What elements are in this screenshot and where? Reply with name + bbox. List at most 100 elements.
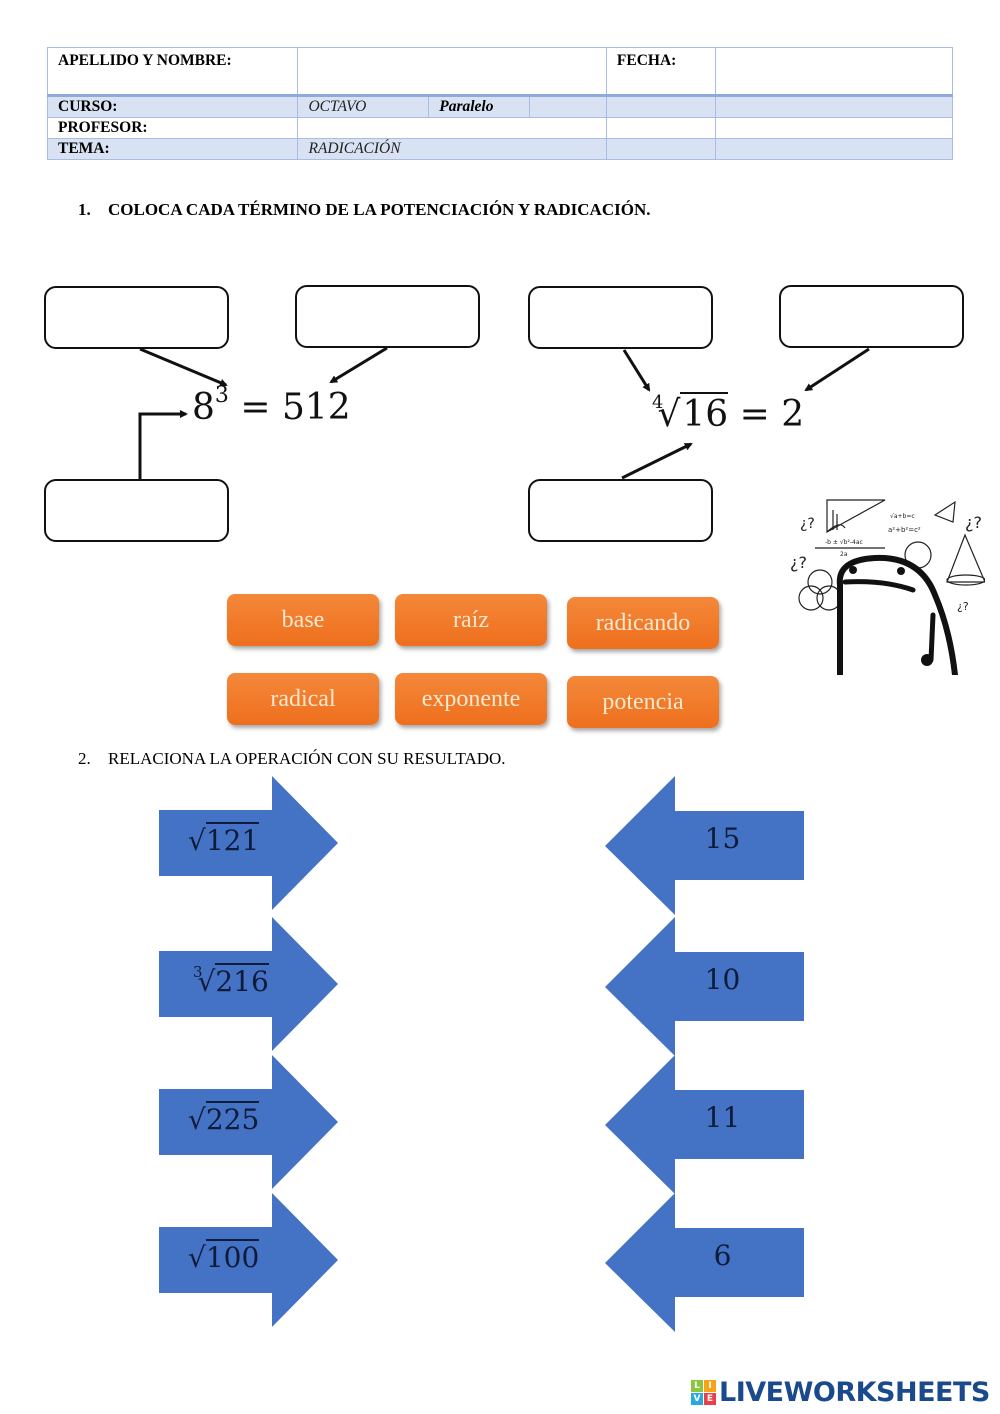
empty-cell — [605, 94, 716, 118]
drop-slot-root-top-right[interactable] — [779, 285, 964, 348]
power-base: 8 — [192, 387, 215, 428]
right-arrow-icon — [159, 1193, 338, 1327]
arrow-to-root-result — [804, 347, 870, 392]
svg-text:a²+b²=c²: a²+b²=c² — [888, 526, 921, 534]
result-label: 10 — [704, 963, 741, 996]
left-arrow-icon — [605, 917, 804, 1056]
operation-arrow[interactable]: √100 — [159, 1193, 339, 1328]
drop-slot-root-bottom[interactable] — [528, 479, 713, 542]
empty-cell — [605, 138, 716, 160]
logo-text: LIVEWORKSHEETS — [719, 1377, 990, 1408]
liveworksheets-logo: L I V E LIVEWORKSHEETS — [691, 1377, 990, 1408]
radicand: 225 — [205, 1101, 260, 1136]
result-label: 11 — [704, 1101, 741, 1134]
drop-slot-power-top-right[interactable] — [295, 285, 480, 348]
equals-sign: = — [739, 394, 770, 435]
question-text: COLOCA CADA TÉRMINO DE LA POTENCIACIÓN Y… — [108, 200, 651, 219]
topic-label: TEMA: — [46, 138, 299, 160]
result-label: 6 — [713, 1239, 732, 1272]
word-chip-raiz[interactable]: raíz — [395, 594, 547, 646]
result-arrow[interactable]: 15 — [605, 776, 805, 916]
drop-slot-root-top-left[interactable] — [528, 286, 713, 349]
operation-label: 3√216 — [193, 963, 269, 998]
root-radicand: 16 — [680, 392, 729, 435]
question-number: 2. — [78, 749, 91, 768]
operation-label: √225 — [188, 1101, 260, 1136]
result-arrow[interactable]: 6 — [605, 1193, 805, 1333]
root-index: 4 — [652, 392, 664, 413]
date-field[interactable] — [714, 47, 954, 96]
root-equation: 4√16 = 2 — [652, 392, 805, 435]
logo-letter: V — [691, 1393, 703, 1405]
right-arrow-icon — [159, 776, 338, 910]
power-equation: 83 = 512 — [192, 383, 351, 428]
question-number: 1. — [78, 200, 91, 219]
operation-label: √121 — [188, 822, 260, 857]
drop-slot-power-bottom[interactable] — [44, 479, 229, 542]
empty-cell — [605, 117, 716, 139]
empty-cell — [714, 117, 954, 139]
arrow-to-radicand — [621, 442, 693, 480]
question-2-title: 2. RELACIONA LA OPERACIÓN CON SU RESULTAD… — [78, 749, 506, 769]
course-value: OCTAVO — [297, 94, 430, 118]
left-arrow-icon — [605, 776, 804, 915]
svg-text:¿?: ¿? — [800, 516, 815, 532]
svg-text:¿?: ¿? — [790, 553, 807, 572]
power-exponent: 3 — [214, 383, 229, 408]
svg-text:2a: 2a — [840, 551, 848, 558]
parallel-label: Paralelo — [428, 94, 531, 118]
date-label: FECHA: — [605, 47, 716, 96]
parallel-field[interactable] — [529, 94, 607, 118]
word-chip-radicando[interactable]: radicando — [567, 597, 719, 649]
course-label: CURSO: — [46, 94, 299, 118]
power-result: 512 — [281, 387, 351, 428]
question-1-title: 1. COLOCA CADA TÉRMINO DE LA POTENCIACIÓN… — [78, 200, 650, 220]
name-field[interactable] — [297, 47, 607, 96]
logo-letter: E — [704, 1393, 716, 1405]
svg-text:-b ± √b²-4ac: -b ± √b²-4ac — [825, 539, 863, 546]
radical-sign: √ — [188, 1241, 206, 1274]
word-chip-base[interactable]: base — [227, 594, 379, 646]
empty-cell — [714, 138, 954, 160]
teacher-field[interactable] — [297, 117, 607, 139]
operation-arrow[interactable]: √225 — [159, 1055, 339, 1190]
word-chip-radical[interactable]: radical — [227, 673, 379, 725]
arrow-to-power — [329, 346, 388, 384]
svg-text:¿?: ¿? — [957, 600, 969, 613]
radicand: 216 — [215, 963, 269, 998]
drop-slot-power-top-left[interactable] — [44, 286, 229, 349]
arrow-to-root-index — [622, 349, 651, 392]
arrow-to-exponent — [139, 347, 228, 387]
question-text: RELACIONA LA OPERACIÓN CON SU RESULTADO. — [108, 749, 506, 768]
empty-cell — [714, 94, 954, 118]
right-arrow-icon — [159, 1055, 338, 1189]
svg-text:¿?: ¿? — [965, 513, 982, 532]
teacher-label: PROFESOR: — [46, 117, 299, 139]
result-label: 15 — [704, 822, 741, 855]
left-arrow-icon — [605, 1055, 804, 1194]
arrow-to-base — [138, 410, 188, 481]
radicand: 121 — [205, 822, 260, 857]
word-chip-exponente[interactable]: exponente — [395, 673, 547, 725]
word-chip-potencia[interactable]: potencia — [567, 676, 719, 728]
logo-letter: I — [704, 1380, 716, 1392]
logo-letter: L — [691, 1380, 703, 1392]
radical-sign: √ — [188, 1103, 206, 1136]
confused-flork-math-icon: ¿? ¿? ¿? ¿? √a+b=c a²+b²=c² -b ± √b²-4ac… — [790, 499, 985, 675]
result-arrow[interactable]: 11 — [605, 1055, 805, 1195]
topic-value: RADICACIÓN — [297, 138, 607, 160]
result-arrow[interactable]: 10 — [605, 917, 805, 1057]
radical-sign: √ — [197, 965, 216, 998]
radical-sign: √ — [188, 824, 206, 857]
svg-text:√a+b=c: √a+b=c — [890, 513, 915, 520]
root-index: 3 — [193, 963, 203, 981]
name-label: APELLIDO Y NOMBRE: — [46, 47, 299, 96]
root-result: 2 — [781, 394, 805, 435]
radical-sign: √ — [657, 394, 681, 435]
left-arrow-icon — [605, 1193, 804, 1332]
operation-arrow[interactable]: √121 — [159, 776, 339, 911]
student-info-table: APELLIDO Y NOMBRE: FECHA: CURSO: OCTAVO … — [46, 47, 954, 160]
right-arrow-icon — [159, 917, 338, 1051]
operation-arrow[interactable]: 3√216 — [159, 917, 339, 1052]
logo-icon: L I V E — [691, 1380, 716, 1405]
